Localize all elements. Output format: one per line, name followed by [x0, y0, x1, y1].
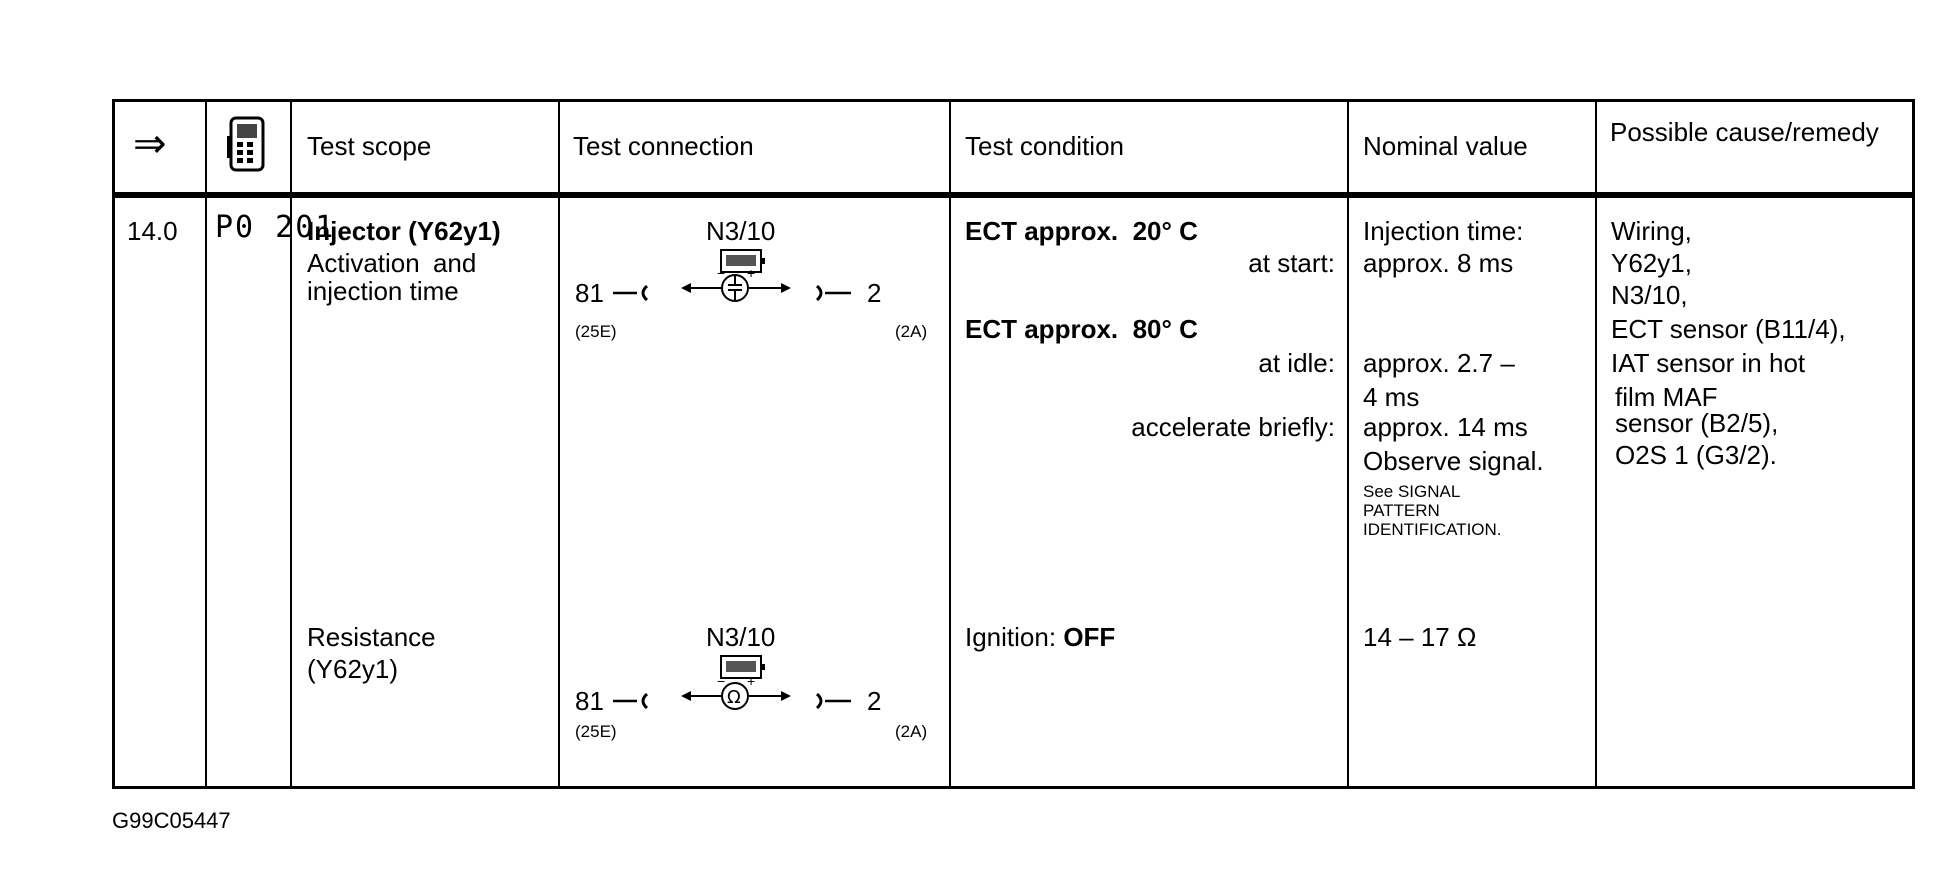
col-sep-1 [205, 102, 207, 786]
cause-item: film MAF [1615, 382, 1718, 412]
scope-injector-title: Injector (Y62y1) [307, 216, 501, 246]
nominal-see-signal: See SIGNAL [1363, 482, 1461, 501]
cond-accelerate: accelerate briefly: [1131, 412, 1335, 442]
ohmmeter-symbol-icon: Ω − + [681, 673, 791, 721]
header-separator [115, 192, 1912, 198]
cond-ect80: ECT approx. 80° C [965, 314, 1198, 345]
cond-ect20: ECT approx. 20° C [965, 216, 1198, 247]
conn2-module-label: N3/10 [706, 622, 776, 652]
voltmeter-symbol-icon: − + [681, 265, 791, 313]
conn1-left-sub: (25E) [575, 322, 617, 341]
fault-code: P0 201 [215, 210, 336, 245]
nominal-approx-27: approx. 2.7 – [1363, 348, 1515, 378]
conn1-left-pin: 81 [575, 278, 604, 308]
ecu-connector-icon [719, 248, 765, 281]
header-test-condition: Test condition [965, 131, 1124, 161]
conn2-right-lead [811, 686, 851, 721]
cond-ignition: Ignition: OFF [965, 622, 1115, 653]
col-sep-3 [558, 102, 560, 786]
cond-ect20-value: 20° C [1132, 216, 1198, 246]
cause-item: Y62y1, [1611, 248, 1692, 278]
header-possible-cause: Possible cause/remedy [1610, 117, 1879, 147]
conn2-left-sub: (25E) [575, 722, 617, 741]
conn1-right-lead [811, 278, 851, 313]
nominal-approx-14: approx. 14 ms [1363, 412, 1528, 442]
conn2-right-sub: (2A) [895, 722, 928, 741]
nominal-resistance: 14 – 17 Ω [1363, 622, 1477, 652]
nominal-4ms: 4 ms [1363, 382, 1420, 412]
conn1-right-sub: (2A) [895, 322, 928, 341]
svg-text:+: + [747, 673, 755, 689]
cond-ect80-value: 80° C [1132, 314, 1198, 344]
cond-ect20-label: ECT approx. [965, 216, 1119, 246]
tester-icon [227, 116, 269, 181]
nominal-see-identification: IDENTIFICATION. [1363, 520, 1502, 539]
conn2-left-lead [613, 686, 653, 721]
nominal-approx-8: approx. 8 ms [1363, 248, 1514, 278]
conn1-module-label: N3/10 [706, 216, 776, 246]
scope-resistance: Resistance [307, 622, 436, 652]
figure-id: G99C05447 [112, 808, 231, 833]
cond-ignition-value: OFF [1063, 622, 1116, 652]
cause-item: N3/10, [1611, 280, 1688, 310]
header-nominal-value: Nominal value [1363, 131, 1528, 161]
col-sep-6 [1595, 102, 1597, 786]
nominal-see-pattern: PATTERN [1363, 501, 1440, 520]
col-sep-2 [290, 102, 292, 786]
cond-ect80-label: ECT approx. [965, 314, 1119, 344]
cond-at-idle: at idle: [1258, 348, 1335, 378]
cond-at-start: at start: [1248, 248, 1335, 278]
scope-injection-time: injection time [307, 276, 459, 306]
conn1-right-pin: 2 [867, 278, 882, 308]
step-number: 14.0 [127, 216, 178, 246]
scope-resistance-id: (Y62y1) [307, 654, 399, 684]
col-sep-5 [1347, 102, 1349, 786]
conn1-left-lead [613, 278, 653, 313]
svg-text:−: − [717, 265, 725, 281]
test-table: ⇒ Test scope Test connection Test condit… [112, 99, 1915, 789]
ecu-connector-icon-2 [719, 654, 765, 687]
cause-item: sensor (B2/5), [1615, 408, 1779, 438]
header-test-connection: Test connection [573, 131, 754, 161]
conn2-left-pin: 81 [575, 686, 604, 716]
col-sep-4 [949, 102, 951, 786]
cause-item: O2S 1 (G3/2). [1615, 440, 1777, 470]
nominal-observe-signal: Observe signal. [1363, 446, 1544, 476]
conn2-right-pin: 2 [867, 686, 882, 716]
svg-text:−: − [717, 673, 725, 689]
svg-text:Ω: Ω [727, 687, 741, 708]
svg-text:+: + [747, 265, 755, 281]
arrow-icon: ⇒ [133, 122, 167, 166]
nominal-injection-time: Injection time: [1363, 216, 1524, 246]
scope-activation: Activation and [307, 248, 477, 278]
header-test-scope: Test scope [307, 131, 432, 161]
cause-item: Wiring, [1611, 216, 1692, 246]
cond-ignition-label: Ignition: [965, 622, 1057, 652]
cause-item: ECT sensor (B11/4), [1611, 314, 1846, 344]
cause-item: IAT sensor in hot [1611, 348, 1806, 378]
